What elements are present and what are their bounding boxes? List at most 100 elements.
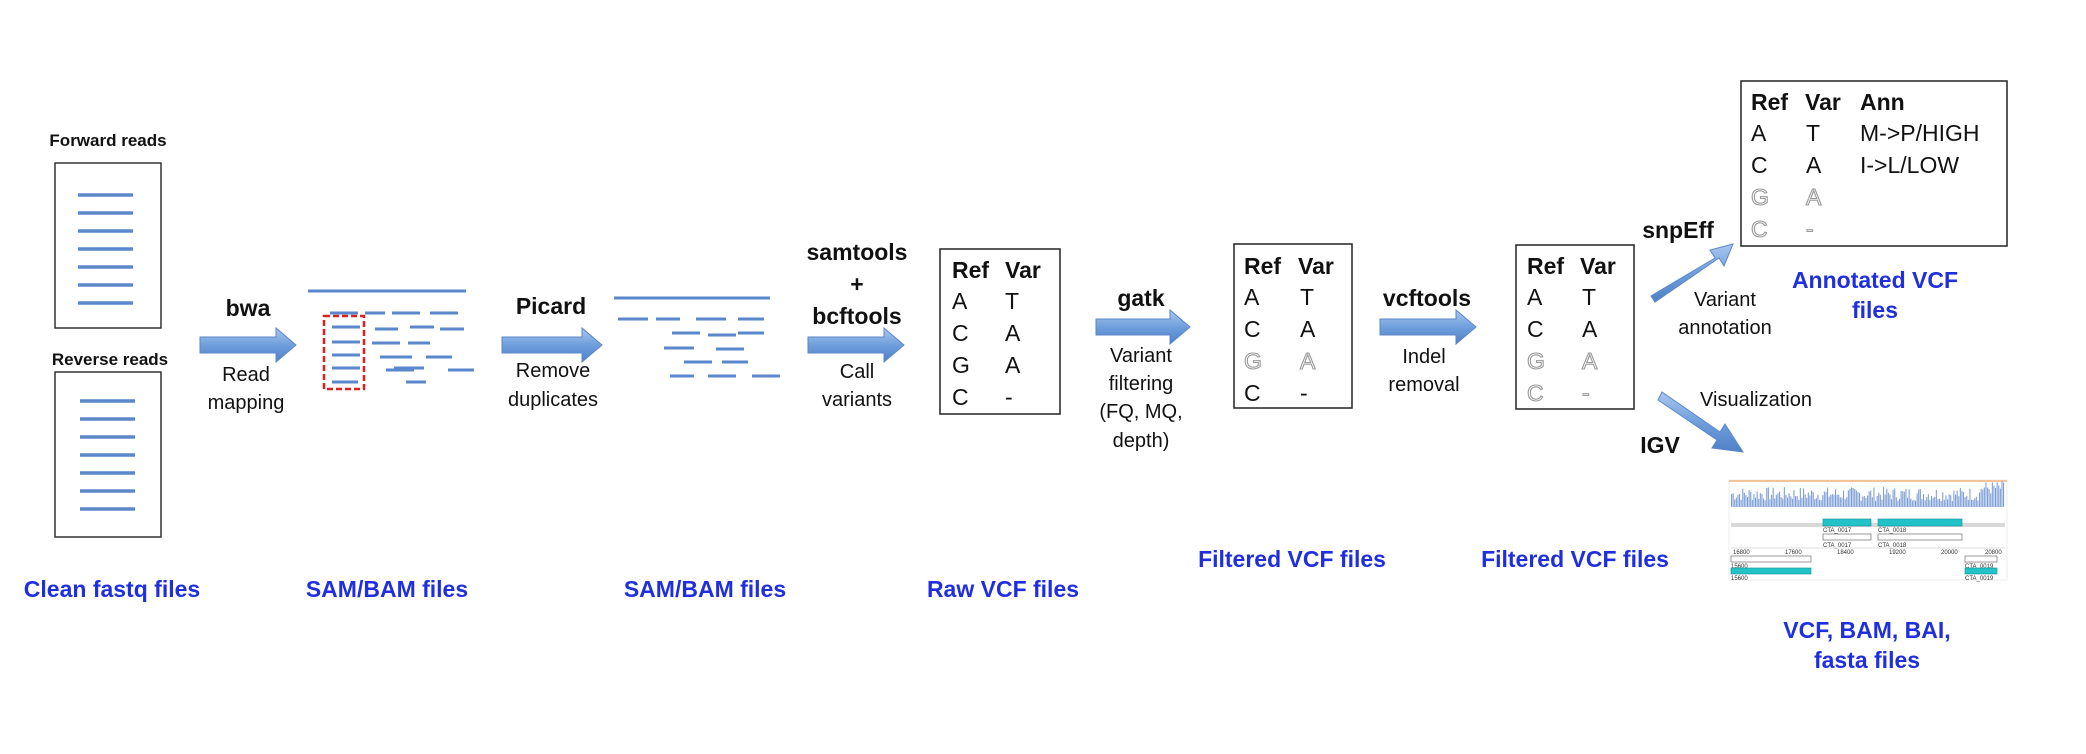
alignment-2 xyxy=(614,296,780,378)
igv-coverage-bar xyxy=(1947,499,1949,507)
igv-gene-label: CTA_0017 xyxy=(1823,543,1852,549)
igv-coverage-bar xyxy=(1775,495,1777,507)
gatk-desc-line3: (FQ, MQ, xyxy=(1099,401,1182,423)
igv-coverage-bar xyxy=(1907,497,1909,507)
forward-reads-label: Forward reads xyxy=(49,131,166,150)
igv-coverage-bar xyxy=(1852,488,1854,507)
annotated-cell: A xyxy=(1751,120,1767,146)
igv-coverage-bar xyxy=(1950,495,1952,507)
igv-coverage-bar xyxy=(1851,487,1853,507)
bwa-arrow xyxy=(199,326,297,364)
igv-coverage-bar xyxy=(1739,493,1741,507)
igv-coverage-bar xyxy=(1865,498,1867,507)
igv-coverage-bar xyxy=(1737,494,1739,507)
samtools-tool-label: samtools xyxy=(807,239,908,265)
samtools-desc-line1: Call xyxy=(840,361,874,383)
filtered-vcf-2-cell: C xyxy=(1527,316,1544,342)
igv-gene-label: CTA_0018 xyxy=(1878,543,1907,549)
igv-coverage-bar xyxy=(1785,494,1787,507)
igv-coverage-bar xyxy=(1887,492,1889,507)
igv-coverage-bar xyxy=(1835,489,1837,507)
filtered-vcf-table-1 xyxy=(1233,243,1353,409)
igv-coverage-bar xyxy=(1939,498,1941,507)
igv-coverage-bar xyxy=(1758,498,1760,507)
igv-coverage-bar xyxy=(1969,488,1971,507)
igv-coverage-bar xyxy=(1791,498,1793,507)
alignment-1 xyxy=(308,289,474,384)
igv-coverage-bar xyxy=(1846,497,1848,507)
igv-coord: 20800 xyxy=(1985,550,2002,556)
igv-coverage-bar xyxy=(1881,499,1883,507)
igv-gene-block xyxy=(1730,567,1812,575)
igv-gene-outline xyxy=(1964,555,1998,563)
vcftools-desc-line2: removal xyxy=(1388,374,1459,396)
forward-reads-box xyxy=(54,162,162,329)
igv-coverage-bar xyxy=(1868,491,1870,507)
igv-arrow xyxy=(1657,391,1745,453)
igv-coverage-bar xyxy=(1779,491,1781,507)
igv-gene-outline xyxy=(1730,555,1812,563)
annotated-cell-removed: - xyxy=(1806,216,1814,242)
igv-coverage-bar xyxy=(1879,494,1881,507)
igv-coverage-bar xyxy=(1942,492,1944,507)
igv-coverage-bar xyxy=(1980,488,1982,507)
igv-coverage-bar xyxy=(1788,493,1790,507)
igv-coverage-bar xyxy=(1859,493,1861,507)
bwa-desc-line2: mapping xyxy=(208,392,285,414)
filtered-vcf-2-header-var: Var xyxy=(1580,253,1616,279)
igv-coverage-bar xyxy=(1871,497,1873,507)
final-files-label-line1: VCF, BAM, BAI, xyxy=(1783,617,1950,643)
annotated-cell-removed: G xyxy=(1751,184,1769,210)
igv-coverage-track xyxy=(1731,481,2005,507)
igv-coverage-bar xyxy=(1814,499,1816,507)
snpeff-desc-line1: Variant xyxy=(1694,289,1756,311)
sam-bam-label-2: SAM/BAM files xyxy=(624,576,786,602)
reverse-reads-label: Reverse reads xyxy=(52,350,168,369)
igv-gene-outline xyxy=(1877,533,1963,541)
igv-coverage-bar xyxy=(1891,499,1893,507)
igv-coverage-bar xyxy=(1915,500,1917,507)
igv-coverage-bar xyxy=(1937,499,1939,507)
snpeff-tool-label: snpEff xyxy=(1642,217,1714,243)
igv-coverage-bar xyxy=(1971,499,1973,507)
igv-gene-block xyxy=(1877,518,1963,527)
igv-coverage-bar xyxy=(1831,494,1833,507)
igv-coverage-bar xyxy=(1863,496,1865,507)
gatk-arrow xyxy=(1095,308,1191,346)
igv-gene-label: CTA_0019 xyxy=(1965,564,1994,570)
igv-coverage-bar xyxy=(1996,482,1998,507)
igv-coverage-bar xyxy=(1830,494,1832,507)
igv-coverage-bar xyxy=(1894,488,1896,507)
igv-coverage-bar xyxy=(1910,498,1912,507)
samtools-desc-line2: variants xyxy=(822,389,892,411)
igv-coverage-bar xyxy=(1772,487,1774,507)
igv-coverage-bar xyxy=(1820,500,1822,507)
igv-gene-label: CTA_0019 xyxy=(1965,576,1994,582)
igv-coverage-bar xyxy=(1843,490,1845,507)
gatk-desc-line4: depth) xyxy=(1113,430,1170,452)
filtered-vcf-1-cell: A xyxy=(1300,316,1316,342)
igv-coverage-bar xyxy=(2001,481,2003,507)
filtered-vcf-2-cell-removed: A xyxy=(1582,348,1598,374)
igv-coverage-bar xyxy=(1889,494,1891,507)
bcftools-tool-label: bcftools xyxy=(812,303,901,329)
igv-coverage-bar xyxy=(1990,493,1992,507)
igv-coverage-bar xyxy=(1761,494,1763,507)
igv-coverage-bar xyxy=(1849,489,1851,507)
igv-coverage-bar xyxy=(1921,499,1923,507)
igv-coord: 20000 xyxy=(1941,550,1958,556)
igv-coverage-bar xyxy=(1793,490,1795,507)
igv-coverage-bar xyxy=(1755,497,1757,507)
igv-coverage-bar xyxy=(1839,497,1841,507)
igv-coverage-bar xyxy=(1767,487,1769,507)
annotated-vcf-label-line1: Annotated VCF xyxy=(1792,267,1958,293)
gatk-desc-line2: filtering xyxy=(1109,373,1173,395)
picard-arrow xyxy=(501,326,603,364)
igv-coord: 18400 xyxy=(1837,550,1854,556)
igv-coverage-bar xyxy=(1913,499,1915,507)
igv-desc: Visualization xyxy=(1700,389,1812,411)
igv-coverage-bar xyxy=(1956,490,1958,507)
filtered-vcf-label-2: Filtered VCF files xyxy=(1481,546,1669,572)
